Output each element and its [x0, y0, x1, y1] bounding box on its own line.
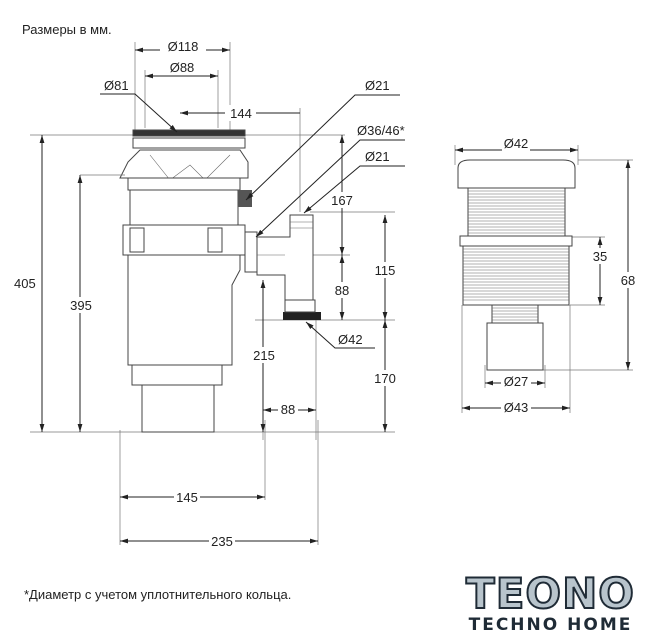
dim-stopper-d27: Ø27 [504, 374, 529, 389]
dim-d42-outlet: Ø42 [338, 332, 363, 347]
inlet-port [238, 190, 252, 207]
logo-wordmark: TEONO [465, 569, 635, 618]
disposer-unit [119, 129, 321, 433]
dim-215: 215 [253, 348, 275, 363]
dim-d81: Ø81 [104, 78, 129, 93]
dim-235: 235 [211, 534, 233, 549]
dim-d36-46: Ø36/46* [357, 123, 405, 138]
dim-d118: Ø118 [168, 39, 199, 54]
dim-145: 145 [176, 490, 198, 505]
dim-d21-inlet: Ø21 [365, 78, 390, 93]
dimension-labels: Ø118 Ø88 Ø81 144 Ø21 Ø36/46* Ø21 167 115… [14, 38, 405, 549]
dim-167: 167 [331, 193, 353, 208]
dim-stopper-35: 35 [593, 249, 607, 264]
dim-d88: Ø88 [170, 60, 195, 75]
stopper [457, 159, 576, 371]
dim-stopper-68: 68 [621, 273, 635, 288]
logo-tagline: TECHNO HOME [468, 615, 633, 635]
units-note: Размеры в мм. [22, 22, 112, 37]
outlet-seal [283, 312, 321, 320]
dim-stopper-d43: Ø43 [504, 400, 529, 415]
dim-d21-outlet: Ø21 [365, 149, 390, 164]
dim-395: 395 [70, 298, 92, 313]
dim-88-vertical: 88 [335, 283, 349, 298]
dim-405: 405 [14, 276, 36, 291]
dim-88-horizontal: 88 [281, 402, 295, 417]
dim-170: 170 [374, 371, 396, 386]
dim-stopper-d42: Ø42 [504, 136, 529, 151]
teono-logo: TEONO TECHNO HOME [463, 569, 638, 635]
footnote: *Диаметр с учетом уплотнительного кольца… [24, 587, 292, 602]
stopper-dimension-labels: Ø42 35 68 Ø27 Ø43 [501, 136, 638, 415]
dim-115: 115 [375, 263, 396, 278]
dim-144: 144 [230, 106, 252, 121]
